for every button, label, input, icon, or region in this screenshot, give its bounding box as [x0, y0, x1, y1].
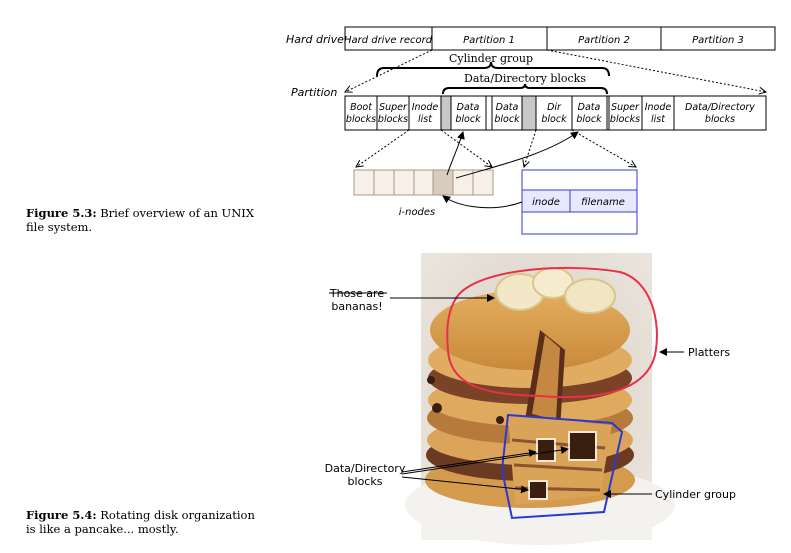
cell-inode-1: Inode: [412, 102, 439, 113]
block-arrow-2: [401, 446, 569, 475]
dir-entry-table: [521, 169, 638, 235]
cell-inode2-2: list: [651, 114, 666, 125]
cylinder-group-brace: [376, 61, 610, 77]
cell-super2-1: Super: [611, 102, 640, 113]
cell-data3-1: Data: [578, 102, 601, 113]
cell-boot-2: blocks: [346, 114, 376, 125]
figure-5-3-caption: Figure 5.3: Brief overview of an UNIX fi…: [26, 206, 256, 234]
cell-data1-1: Data: [457, 102, 480, 113]
block-arrow-1: [401, 449, 537, 473]
cell-datadir-1: Data/Directory: [685, 102, 755, 113]
figure-5-4-caption: Figure 5.4: Rotating disk organization i…: [26, 508, 256, 536]
drive-cell-record: Hard drive record: [344, 35, 433, 46]
cell-datadir-2: blocks: [705, 114, 735, 125]
arrow-inode-to-dirblock: [455, 131, 579, 179]
partition-row: [344, 95, 767, 131]
figure-5-4-text: Rotating disk organization is like a pan…: [26, 508, 255, 536]
cell-data1-2: block: [455, 114, 481, 125]
drive-cell-partition2: Partition 2: [578, 35, 630, 46]
platters-label: Platters: [688, 346, 730, 359]
pancake-photo: [405, 253, 675, 545]
block-arrow-3: [401, 476, 529, 494]
cell-super2-2: blocks: [610, 114, 640, 125]
data-dir-blocks-note-line1: Data/Directory: [325, 462, 406, 475]
cell-inode-2: list: [418, 114, 433, 125]
bananas-note-line2: bananas!: [331, 300, 382, 313]
data-dir-blocks-note-line2: blocks: [348, 475, 383, 488]
data-dir-block-boxes: [528, 431, 597, 500]
arrow-direntry-to-inode: [442, 195, 523, 209]
dir-entry-inode: inode: [532, 197, 560, 208]
cell-dir-1: Dir: [547, 102, 562, 113]
cell-boot-1: Boot: [350, 102, 373, 113]
data-dir-brace: [442, 83, 608, 95]
cell-data2-1: Data: [496, 102, 519, 113]
unix-filesystem-diagram: Hard drive Partition Hard drive record P…: [286, 26, 776, 235]
hard-drive-label: Hard drive: [286, 33, 344, 46]
drive-cell-partition1: Partition 1: [463, 35, 515, 46]
cell-inode2-1: Inode: [645, 102, 672, 113]
hard-drive-row: [344, 26, 776, 51]
platter-outline: [446, 266, 658, 399]
inodes-label: i-nodes: [399, 207, 436, 218]
dir-entry-filename: filename: [581, 197, 625, 208]
cell-data2-2: block: [494, 114, 520, 125]
data-dir-blocks-label: Data/Directory blocks: [464, 72, 586, 85]
figure-5-3-text: Brief overview of an UNIX file system.: [26, 206, 255, 234]
cell-super-1: Super: [379, 102, 408, 113]
figure-5-3-label: Figure 5.3:: [26, 206, 97, 220]
cell-data3-2: block: [576, 114, 602, 125]
partition-label: Partition: [291, 86, 337, 99]
cylinder-group-label: Cylinder group: [449, 52, 533, 65]
cell-super-2: blocks: [378, 114, 408, 125]
cylinder-group-outline: [500, 413, 624, 520]
figure-5-4-label: Figure 5.4:: [26, 508, 97, 522]
arrow-inode-to-datablock: [446, 131, 465, 176]
drive-cell-partition3: Partition 3: [692, 35, 744, 46]
cell-dir-2: block: [541, 114, 567, 125]
cylinder-group-note: Cylinder group: [655, 488, 736, 501]
inode-array: [353, 169, 494, 196]
